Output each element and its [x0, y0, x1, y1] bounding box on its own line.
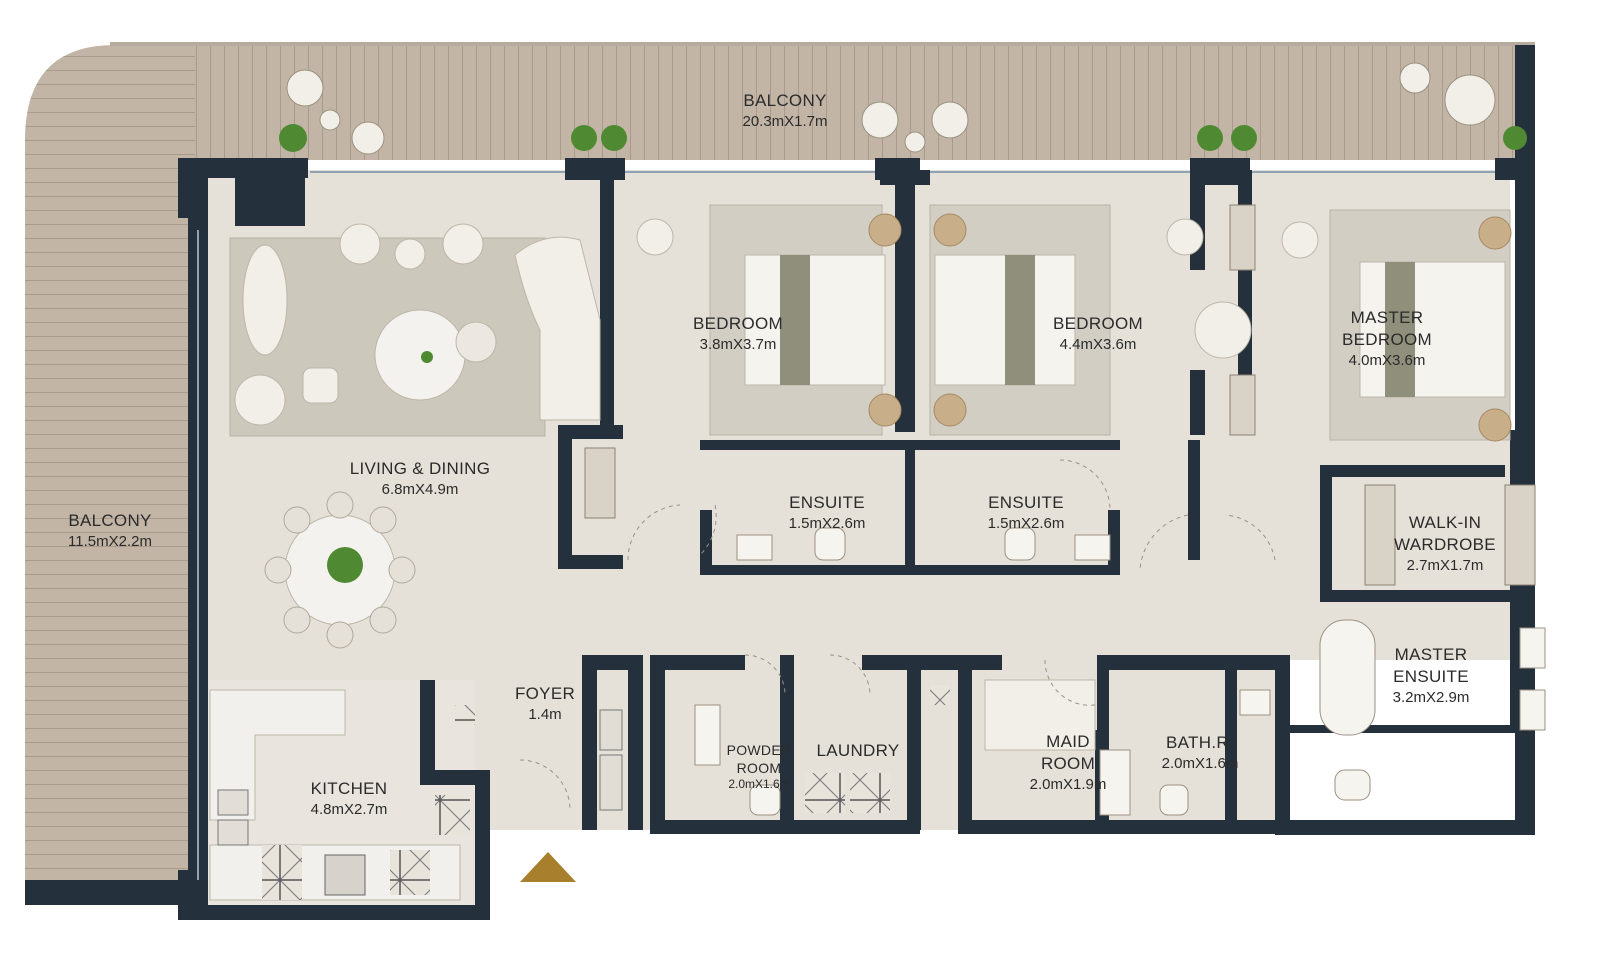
fridge	[435, 795, 470, 835]
bedroom-chairs	[636, 218, 1319, 359]
room-label-living: LIVING & DINING 6.8mX4.9m	[350, 458, 491, 500]
room-name: ENSUITE	[1393, 667, 1469, 687]
room-dims: 11.5mX2.2m	[68, 533, 152, 551]
room-label-ensuite-2: ENSUITE 1.5mX2.6m	[988, 492, 1065, 534]
room-label-ensuite-1: ENSUITE 1.5mX2.6m	[789, 492, 866, 534]
sofa	[514, 236, 601, 421]
interior-walls	[558, 170, 1522, 834]
balcony-top-rail	[110, 42, 1535, 46]
room-label-bedroom-2: BEDROOM 4.4mX3.6m	[1053, 313, 1143, 355]
door-swings	[519, 459, 1276, 811]
room-name: BATH.R.	[1166, 733, 1234, 752]
room-dims: 6.8mX4.9m	[381, 481, 459, 499]
kitchen-sink-icon	[217, 789, 249, 846]
balcony-left-base	[25, 880, 195, 905]
room-label-master-bedroom: MASTER BEDROOM 4.0mX3.6m	[1342, 307, 1432, 371]
stovetop	[324, 854, 366, 896]
room-dims: 2.0mX1.6m	[1161, 755, 1239, 773]
room-dims: 2.7mX1.7m	[1406, 557, 1484, 575]
room-name: LAUNDRY	[816, 741, 900, 760]
room-name: BEDROOM	[693, 314, 783, 333]
room-label-laundry: LAUNDRY	[816, 740, 899, 762]
entrance-marker-icon	[520, 852, 576, 882]
chaise	[242, 244, 288, 356]
armchair	[339, 223, 381, 265]
room-dims: 3.2mX2.9m	[1392, 689, 1470, 707]
dryer	[850, 773, 890, 813]
window-strips	[197, 171, 1495, 880]
balcony-top-deck	[110, 45, 1535, 160]
room-name: WARDROBE	[1394, 535, 1496, 555]
room-name: BEDROOM	[1342, 330, 1432, 350]
room-dims: 2.0mX1.9m	[1029, 776, 1107, 794]
room-dims: 1.5mX2.6m	[987, 515, 1065, 533]
room-label-walkin: WALK-IN WARDROBE 2.7mX1.7m	[1394, 512, 1496, 576]
bathroom-fixtures	[694, 527, 1546, 816]
room-name: KITCHEN	[310, 779, 388, 798]
dining-chairs	[264, 491, 416, 649]
plant-icon	[279, 124, 1527, 152]
bed-throw	[1385, 262, 1415, 397]
appliance	[262, 845, 302, 900]
room-dims: 4.8mX2.7m	[310, 801, 388, 819]
foyer-cabinet	[599, 709, 623, 811]
room-label-master-ensuite: MASTER ENSUITE 3.2mX2.9m	[1393, 644, 1470, 708]
room-dims: 4.4mX3.6m	[1059, 336, 1137, 354]
appliance	[390, 850, 430, 895]
room-name: ROOM	[1040, 754, 1096, 774]
room-name: BALCONY	[743, 91, 827, 110]
room-dims: 3.8mX3.7m	[699, 336, 777, 354]
room-name: LIVING & DINING	[349, 459, 491, 478]
bed-throw	[1005, 255, 1035, 385]
room-name: MASTER	[1394, 645, 1468, 664]
room-dims: 20.3mX1.7m	[742, 113, 828, 131]
pantry	[455, 705, 475, 725]
room-name: POWDER	[726, 742, 792, 758]
room-name: BEDROOM	[1053, 314, 1143, 333]
room-name: FOYER	[514, 684, 576, 703]
plant-icon	[327, 547, 363, 583]
room-name: WALK-IN	[1408, 513, 1482, 532]
room-name: MASTER	[1350, 308, 1424, 327]
kitchen-counter	[209, 689, 346, 821]
side-table	[455, 321, 497, 363]
room-label-balcony-top: BALCONY 20.3mX1.7m	[742, 90, 827, 132]
balcony-left-deck	[25, 45, 195, 880]
washer	[805, 773, 845, 813]
wardrobes	[584, 204, 1536, 586]
room-dims: 1.5mX2.6m	[788, 515, 866, 533]
nightstands	[868, 213, 1512, 442]
room-label-balcony-left: BALCONY 11.5mX2.2m	[68, 510, 152, 552]
room-name: ROOM	[736, 760, 782, 777]
room-label-bedroom-1: BEDROOM 3.8mX3.7m	[693, 313, 783, 355]
room-name: MAID	[1046, 732, 1090, 751]
armchair	[234, 374, 286, 426]
room-label-maid: MAID ROOM 2.0mX1.9m	[1030, 731, 1107, 795]
armchair	[442, 223, 484, 265]
room-label-bath: BATH.R. 2.0mX1.6m	[1162, 732, 1239, 774]
bed	[744, 254, 886, 386]
maid-bed	[984, 679, 1096, 751]
maid-closet	[930, 685, 950, 705]
pouf	[394, 238, 426, 270]
plant-icon	[421, 351, 433, 363]
room-dims: 4.0mX3.6m	[1348, 352, 1426, 370]
outdoor-chairs	[286, 62, 1496, 155]
room-name: ENSUITE	[988, 493, 1064, 512]
room-name: BALCONY	[68, 511, 152, 530]
room-label-foyer: FOYER 1.4m	[515, 683, 575, 725]
bed-throw	[780, 255, 810, 385]
room-dims: 2.0mX1.6m	[728, 777, 790, 792]
bed	[1359, 261, 1506, 398]
room-label-kitchen: KITCHEN 4.8mX2.7m	[311, 778, 388, 820]
coffee-table	[374, 309, 466, 401]
room-label-powder: POWDER ROOM 2.0mX1.6m	[727, 741, 792, 793]
room-name: ENSUITE	[789, 493, 865, 512]
room-dims: 1.4m	[528, 706, 562, 724]
ottoman	[302, 367, 339, 404]
